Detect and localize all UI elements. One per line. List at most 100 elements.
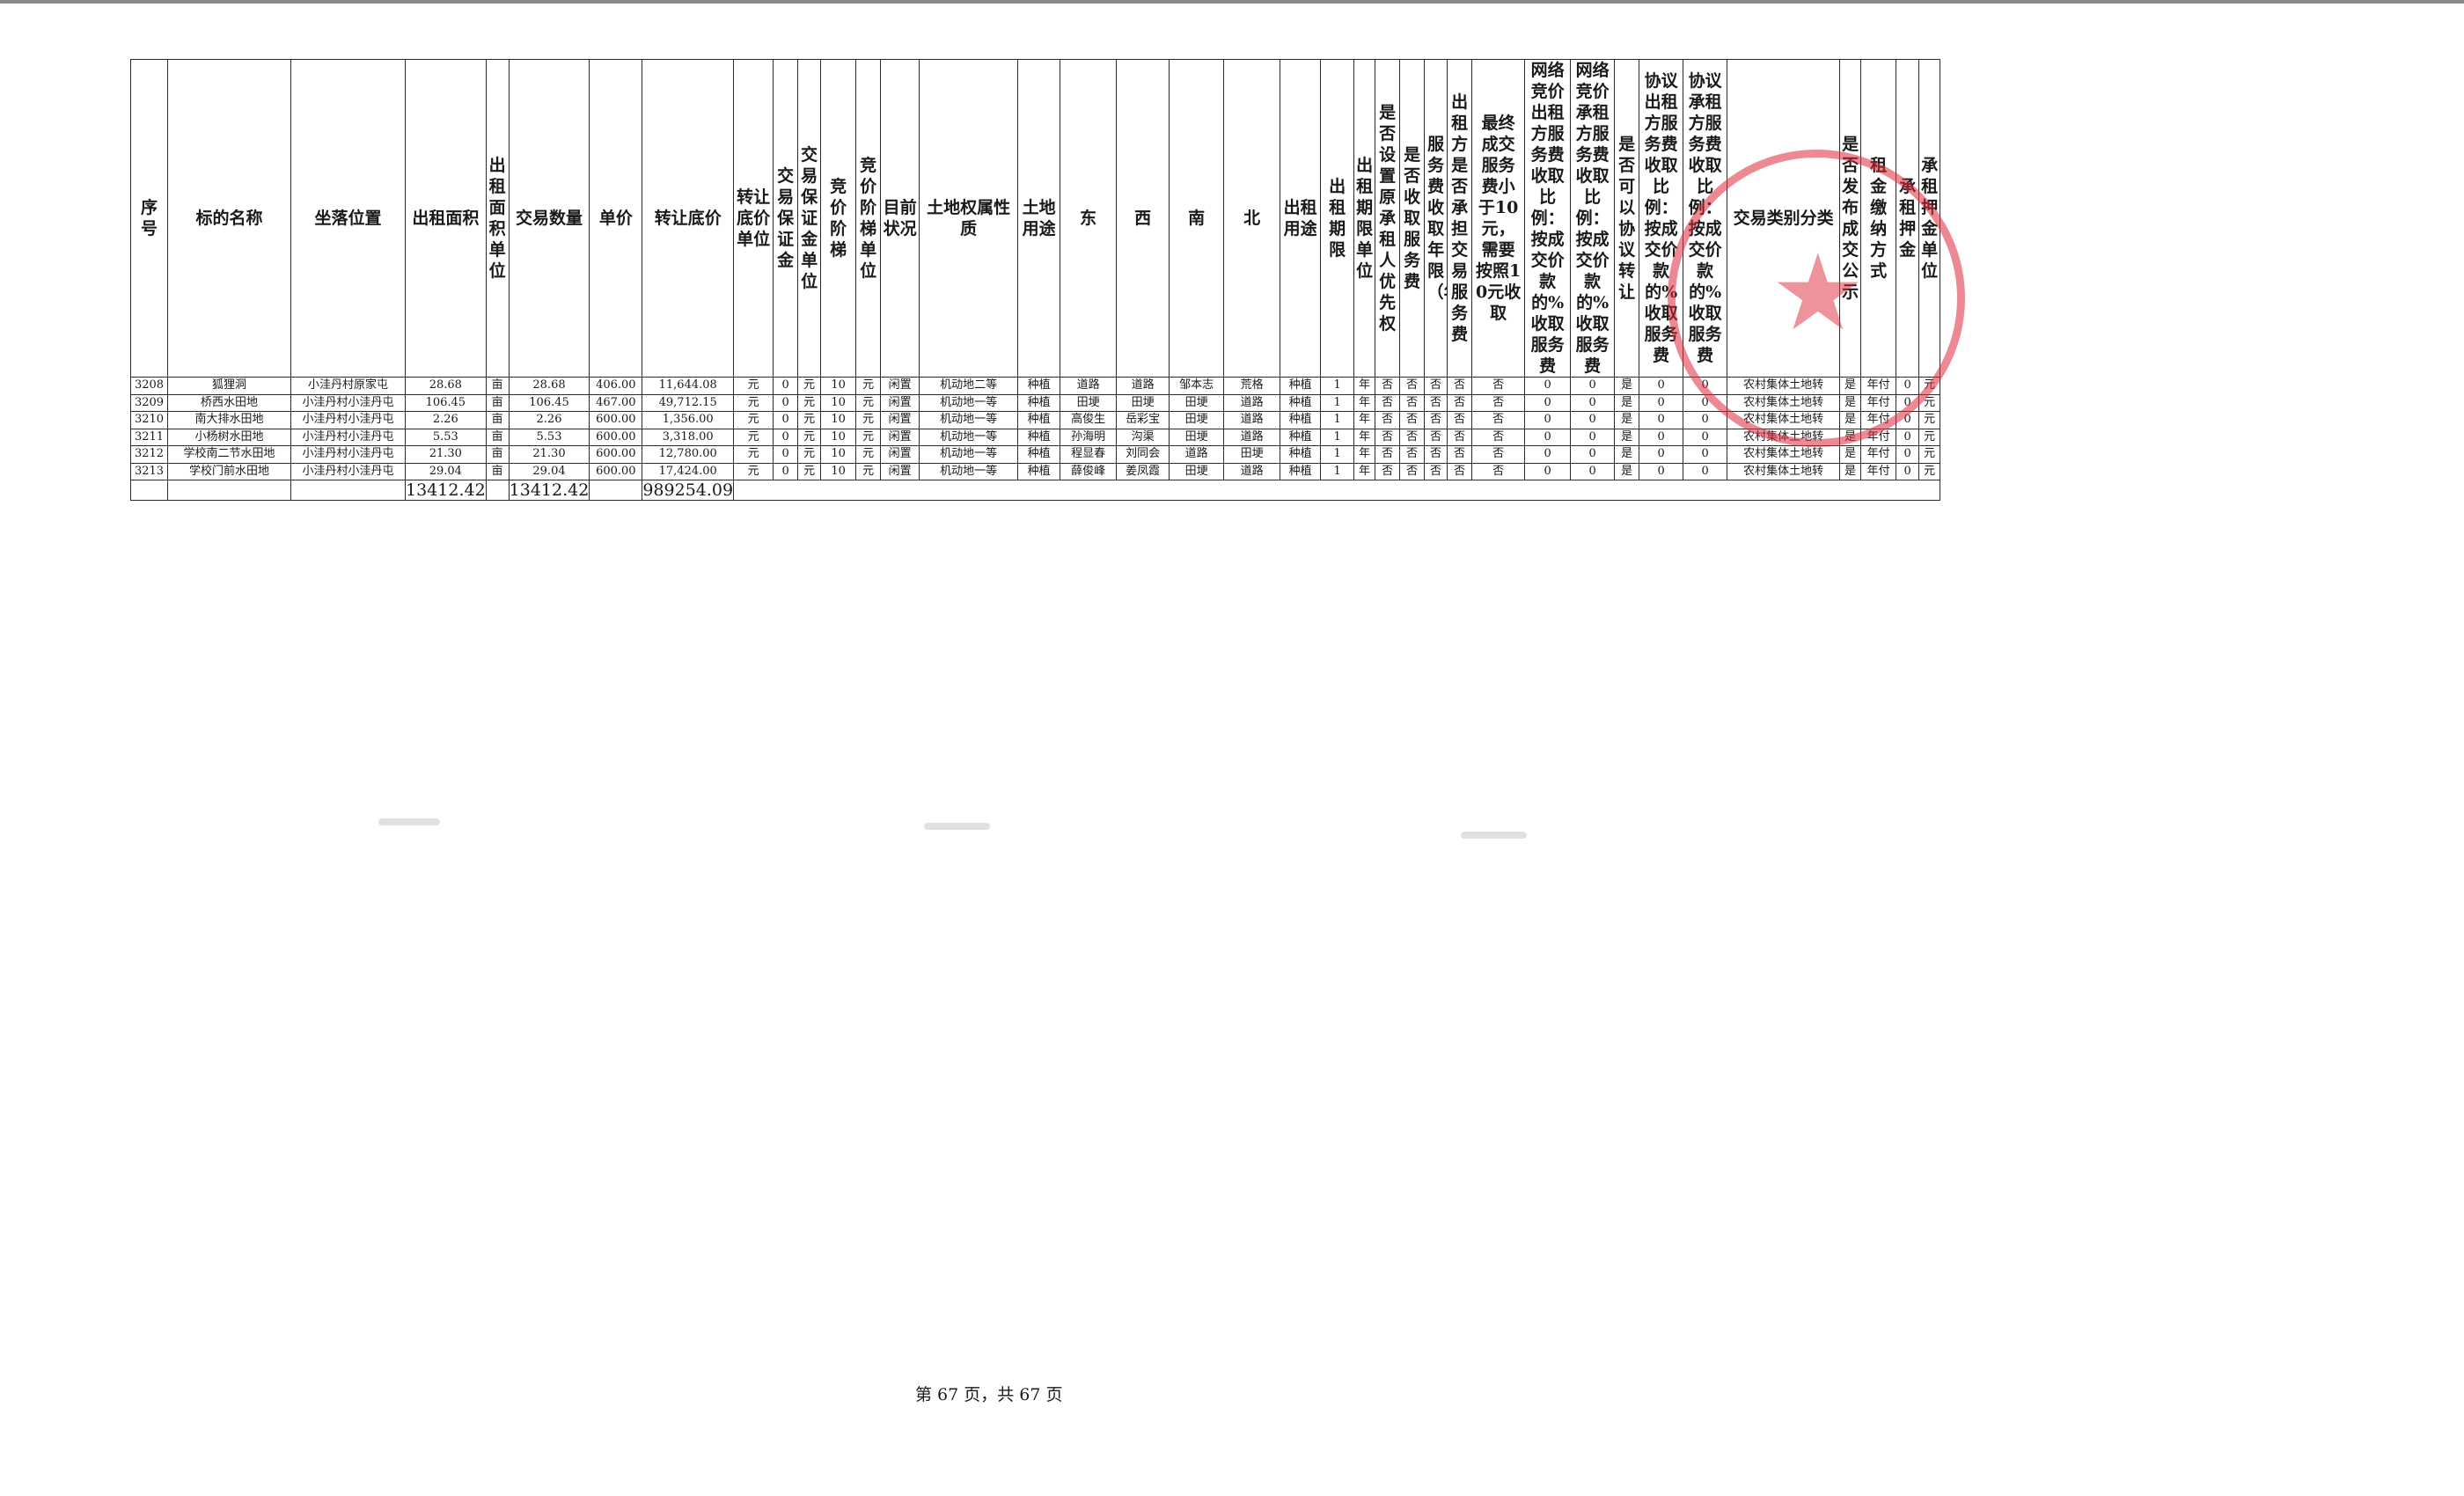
table-cell: 是 [1839, 377, 1862, 395]
column-header-label: 交易保证金 [777, 166, 795, 270]
table-cell: 农村集体土地转 [1727, 411, 1841, 429]
scan-top-edge [0, 0, 2464, 4]
table-cell: 种植 [1017, 445, 1061, 464]
table-cell: 0 [773, 462, 799, 480]
table-cell: 0 [1570, 462, 1616, 480]
column-header-label: 转让底价单位 [737, 187, 771, 249]
column-header-label: 坐落位置 [314, 209, 382, 228]
table-cell: 年 [1353, 462, 1376, 480]
column-header: 网络竞价出租方服务费收取比例：按成交价款的%收取服务费 [1524, 59, 1572, 378]
table-cell: 元 [855, 411, 882, 429]
table-cell: 田埂 [1169, 393, 1225, 412]
table-cell: 小洼丹村小洼丹屯 [290, 393, 406, 412]
table-cell: 10 [820, 377, 857, 395]
column-header: 序号 [130, 59, 168, 378]
column-header-label: 西 [1134, 209, 1152, 228]
column-header-label: 协议出租方服务费收取比例：按成交价款的%收取服务费 [1644, 71, 1678, 365]
table-cell: 小洼丹村小洼丹屯 [290, 428, 406, 446]
column-header-label: 服务费收取年限（年） [1426, 135, 1447, 302]
table-cell: 小洼丹村小洼丹屯 [290, 411, 406, 429]
table-cell: 是 [1614, 411, 1640, 429]
table-cell: 否 [1471, 411, 1526, 429]
table-cell: 0 [1896, 445, 1920, 464]
table-cell: 0 [1570, 445, 1616, 464]
table-cell: 种植 [1280, 462, 1322, 480]
table-cell: 否 [1375, 411, 1401, 429]
column-header: 单价 [589, 59, 643, 378]
table-cell: 600.00 [589, 428, 643, 446]
table-cell: 元 [855, 462, 882, 480]
totals-blank [733, 480, 1941, 501]
table-cell: 3208 [130, 377, 168, 395]
column-header: 土地权属性质 [919, 59, 1019, 378]
column-header: 交易类别分类 [1727, 59, 1841, 378]
table-cell: 否 [1375, 393, 1401, 412]
column-header-label: 承租押金单位 [1921, 156, 1939, 281]
table-cell: 0 [1896, 428, 1920, 446]
table-cell: 桥西水田地 [167, 393, 291, 412]
column-header: 协议出租方服务费收取比例：按成交价款的%收取服务费 [1639, 59, 1684, 378]
table-cell: 否 [1399, 445, 1426, 464]
table-cell: 种植 [1017, 377, 1061, 395]
column-header: 出租用途 [1280, 59, 1322, 378]
column-header-label: 是否可以协议转让 [1618, 135, 1636, 302]
column-header: 承租押金 [1896, 59, 1920, 378]
table-cell: 田埂 [1169, 428, 1225, 446]
table-cell: 是 [1614, 428, 1640, 446]
table-cell: 年付 [1860, 411, 1897, 429]
table-cell: 闲置 [880, 445, 920, 464]
table-cell: 种植 [1280, 411, 1322, 429]
table-cell: 3209 [130, 393, 168, 412]
table-cell: 3213 [130, 462, 168, 480]
table-cell: 田埂 [1169, 462, 1225, 480]
table-cell: 否 [1447, 445, 1473, 464]
table-cell: 亩 [485, 428, 510, 446]
table-cell: 否 [1424, 393, 1448, 412]
table-cell: 元 [855, 377, 882, 395]
table-cell: 5.53 [405, 428, 487, 446]
table-cell: 小洼丹村原家屯 [290, 377, 406, 395]
table-cell: 年付 [1860, 462, 1897, 480]
column-header: 协议承租方服务费收取比例：按成交价款的%收取服务费 [1683, 59, 1728, 378]
table-cell: 农村集体土地转 [1727, 445, 1841, 464]
table-cell: 元 [797, 377, 822, 395]
column-header-label: 承租押金 [1899, 177, 1917, 260]
column-header-label: 竞价阶梯单位 [860, 156, 877, 281]
column-header-label: 是否发布成交公示 [1842, 135, 1859, 302]
table-cell: 闲置 [880, 411, 920, 429]
table-cell: 年 [1353, 411, 1376, 429]
table-cell: 道路 [1060, 377, 1118, 395]
table-cell: 元 [733, 428, 774, 446]
table-cell: 0 [1683, 377, 1728, 395]
total-price: 989254.09 [642, 480, 735, 501]
table-cell: 狐狸洞 [167, 377, 291, 395]
table-cell: 11,644.08 [642, 377, 735, 395]
table-cell: 元 [797, 445, 822, 464]
table-cell: 否 [1447, 393, 1473, 412]
table-cell: 机动地一等 [919, 428, 1019, 446]
table-cell: 年 [1353, 393, 1376, 412]
table-cell: 元 [1918, 393, 1941, 412]
page-footer: 第 67 页，共 67 页 [915, 1385, 1063, 1404]
table-cell: 1 [1320, 428, 1355, 446]
table-cell: 薛俊峰 [1060, 462, 1118, 480]
table-cell: 1 [1320, 462, 1355, 480]
table-cell: 0 [1639, 377, 1684, 395]
table-cell: 高俊生 [1060, 411, 1118, 429]
table-cell: 学校南二节水田地 [167, 445, 291, 464]
table-cell: 农村集体土地转 [1727, 393, 1841, 412]
table-cell: 否 [1399, 393, 1426, 412]
table-cell: 元 [855, 445, 882, 464]
table-cell: 小杨树水田地 [167, 428, 291, 446]
table-cell: 否 [1471, 393, 1526, 412]
table-cell: 元 [797, 428, 822, 446]
table-cell: 元 [733, 377, 774, 395]
table-cell: 0 [1639, 428, 1684, 446]
table-cell: 小洼丹村小洼丹屯 [290, 462, 406, 480]
table-cell: 学校门前水田地 [167, 462, 291, 480]
table-cell: 0 [1896, 377, 1920, 395]
table-cell: 10 [820, 428, 857, 446]
table-cell: 是 [1839, 411, 1862, 429]
